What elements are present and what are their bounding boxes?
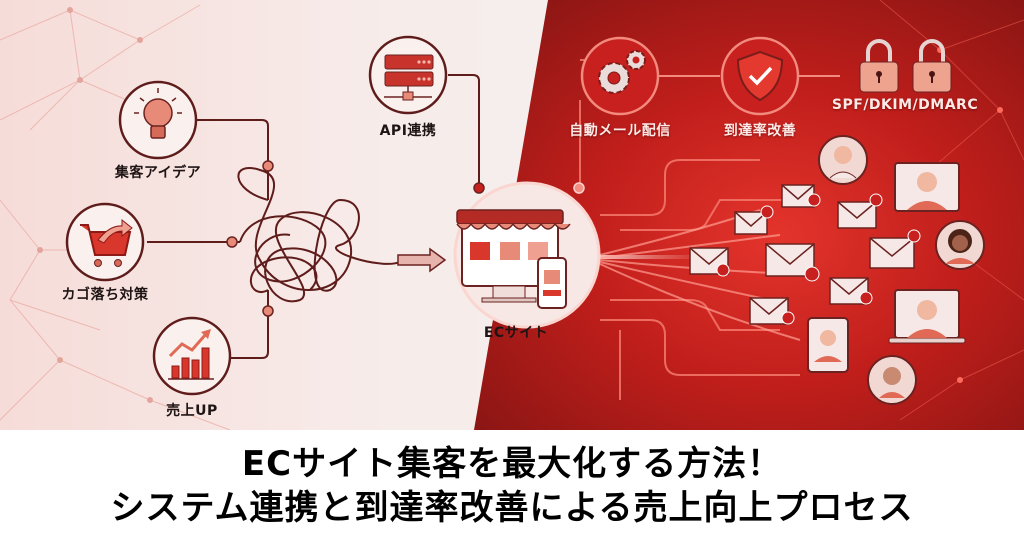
caption-title-line1: ECサイト集客を最大化する方法！ <box>241 444 783 484</box>
growth-chart-icon <box>152 316 232 396</box>
label-deliverability: 到達率改善 <box>723 123 797 139</box>
arrow-to-ec-icon <box>397 247 447 273</box>
label-auto-mail: 自動メール配信 <box>569 123 671 139</box>
padlock-icon <box>859 39 952 93</box>
email-icon <box>734 205 774 235</box>
shield-check-icon <box>720 36 840 116</box>
email-icon <box>829 277 873 305</box>
storefront-icon <box>453 181 601 329</box>
label-ec-site: ECサイト <box>483 325 549 341</box>
label-shuukyaku-idea: 集客アイデア <box>114 165 202 181</box>
email-icon <box>765 243 820 282</box>
label-cart-abandonment: カゴ落ち対策 <box>61 287 149 303</box>
email-icon <box>781 184 821 208</box>
gears-icon <box>580 36 720 116</box>
avatar <box>818 135 868 185</box>
email-icon <box>689 247 730 277</box>
email-icon <box>749 297 795 325</box>
email-envelopes <box>689 184 921 325</box>
caption-title-line2: システム連携と到達率改善による売上向上プロセス <box>110 488 914 528</box>
recipients <box>807 135 985 405</box>
avatar <box>888 289 966 344</box>
avatar <box>867 355 917 405</box>
label-sales-up: 売上UP <box>166 403 218 419</box>
avatar <box>807 317 849 373</box>
avatar <box>935 220 985 270</box>
avatar <box>894 162 960 212</box>
diagram-area: 集客アイデア カゴ落ち対策 売上UP API連携 ECサイト 自動メール配信 到… <box>0 0 1024 430</box>
label-api-integration: API連携 <box>379 123 437 139</box>
label-spf-dkim-dmarc: SPF/DKIM/DMARC <box>831 97 979 113</box>
connection-lines <box>147 74 585 359</box>
email-icon <box>837 193 883 229</box>
email-icon <box>869 229 921 269</box>
server-icon <box>368 35 448 115</box>
shopping-cart-icon <box>65 202 145 282</box>
lightbulb-icon <box>118 80 198 160</box>
caption: ECサイト集客を最大化する方法！ システム連携と到達率改善による売上向上プロセス <box>0 430 1024 559</box>
